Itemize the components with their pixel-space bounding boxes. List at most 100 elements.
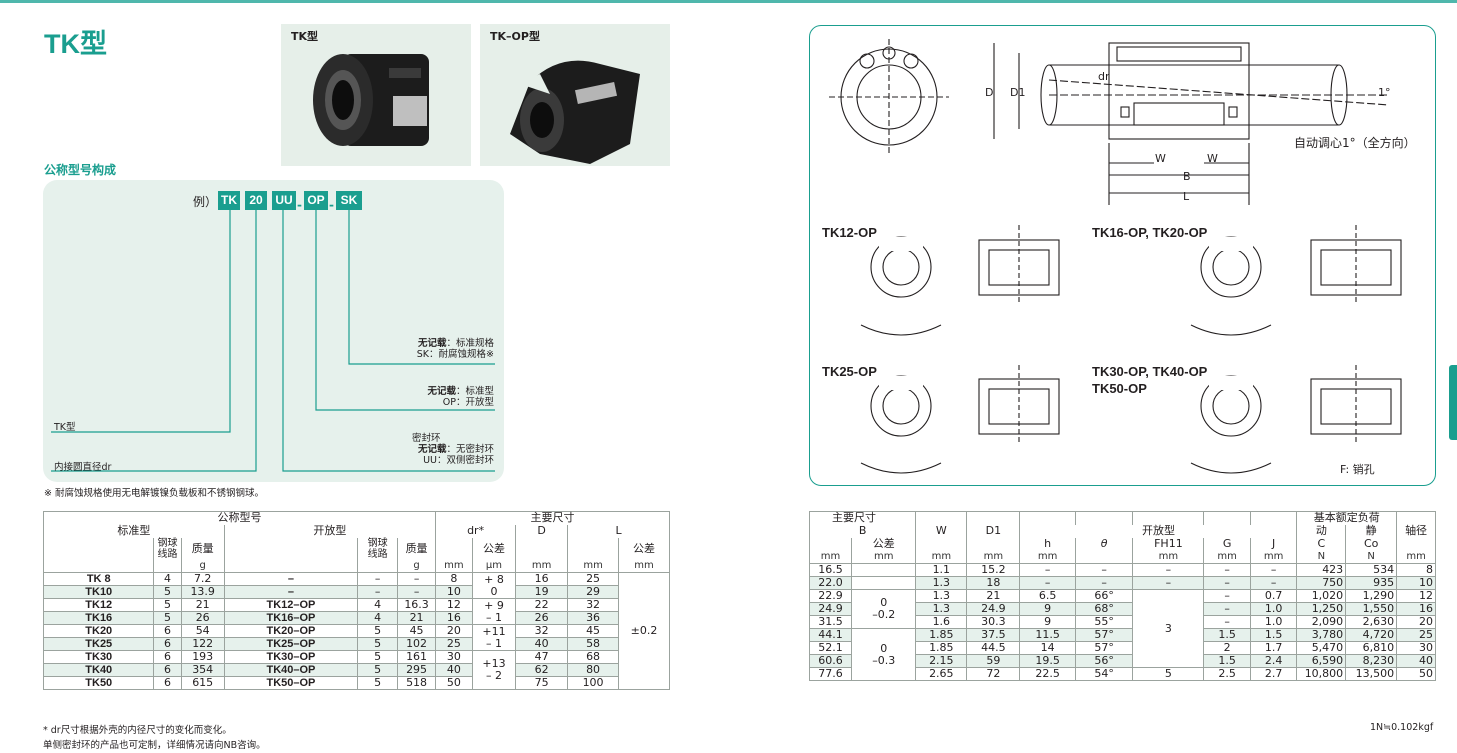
table-header-row: 公差 h θ FH11 G J C Co — [808, 537, 1436, 551]
cell-mass: 102 — [397, 637, 437, 651]
cell-W: 1.3 — [915, 589, 968, 603]
cell-shaft: 50 — [1396, 667, 1436, 681]
cell-std-model: TK16 — [42, 611, 155, 625]
cell-dr: 12 — [435, 598, 473, 612]
cell-h: 19.5 — [1019, 654, 1076, 668]
unit-mm: mm — [1203, 550, 1251, 564]
cell-mass: 518 — [397, 676, 437, 690]
cell-theta: 57° — [1074, 641, 1134, 655]
cell-h: 14 — [1019, 641, 1076, 655]
sk-explanation: 无记载：标准规格 SK：耐腐蚀规格※ — [416, 338, 494, 360]
cell-L: 36 — [567, 611, 620, 625]
cell-C: 750 — [1296, 576, 1347, 590]
cell-L: 25 — [567, 572, 620, 586]
photo-tk-label: TK型 — [291, 30, 319, 43]
cell-mass: 16.3 — [397, 598, 437, 612]
cell-L: 80 — [567, 663, 620, 677]
cell-G: 2.5 — [1203, 667, 1251, 681]
cell-shaft: 20 — [1396, 615, 1436, 629]
cell-balls: 6 — [153, 663, 182, 677]
cell-std-model: TK50 — [42, 676, 155, 690]
table-header-row: 主要尺寸 基本额定负荷 轴径 — [808, 511, 1436, 551]
cell-D1: 72 — [966, 667, 1021, 681]
cell-F: – — [1132, 563, 1205, 577]
cell-open-model: TK40–OP — [223, 663, 359, 677]
cell-mass: 122 — [180, 637, 225, 651]
unit-mm: mm — [618, 559, 670, 573]
cell-shaft: 40 — [1396, 654, 1436, 668]
cell-J: 1.0 — [1249, 602, 1298, 616]
code-chip-uu: UU — [272, 191, 296, 210]
cell-shaft: 10 — [1396, 576, 1436, 590]
dr-label: 内接圆直径dr — [54, 462, 112, 473]
cell-B: 22.0 — [808, 576, 853, 590]
cell-balls: 6 — [153, 676, 182, 690]
dim-dr: dr — [1098, 70, 1110, 83]
cell-h: 9 — [1019, 602, 1076, 616]
cell-C: 2,090 — [1296, 615, 1347, 629]
cell-D: 16 — [515, 572, 569, 586]
cell-h: – — [1019, 563, 1076, 577]
seal-explanation: 密封环 无记载：无密封环 UU：双侧密封环 — [412, 433, 494, 466]
cell-dr-tolerance: +11 – 1 — [471, 624, 517, 651]
cell-open-model: – — [223, 572, 359, 586]
cell-Co: 534 — [1345, 563, 1398, 577]
footnote-seal: 单侧密封环的产品也可定制，详细情况请向NB咨询。 — [43, 740, 266, 751]
cell-D1: 18 — [966, 576, 1021, 590]
cell-D: 62 — [515, 663, 569, 677]
header-tolerance: 公差 — [851, 537, 917, 551]
cell-balls: 5 — [153, 585, 182, 599]
cell-Co: 2,630 — [1345, 615, 1398, 629]
cell-L: 100 — [567, 676, 620, 690]
dim-B: B — [1183, 170, 1191, 183]
cell-dr: 25 — [435, 637, 473, 651]
cell-L-tolerance: ±0.2 — [618, 572, 670, 690]
cell-dr-tolerance: + 9 – 1 — [471, 598, 517, 625]
cell-W: 1.1 — [915, 563, 968, 577]
cell-Co: 935 — [1345, 576, 1398, 590]
cell-G: – — [1203, 576, 1251, 590]
cell-D1: 59 — [966, 654, 1021, 668]
dim-angle: 1° — [1378, 86, 1391, 99]
cell-W: 1.3 — [915, 576, 968, 590]
header-W: W — [915, 524, 968, 538]
cell-D: 75 — [515, 676, 569, 690]
cell-mass: 45 — [397, 624, 437, 638]
cell-theta: 56° — [1074, 654, 1134, 668]
cell-theta: 54° — [1074, 667, 1134, 681]
cell-Co: 8,230 — [1345, 654, 1398, 668]
unit-mm: mm — [515, 559, 569, 573]
unit-mm: mm — [1396, 550, 1436, 564]
cell-Co: 1,290 — [1345, 589, 1398, 603]
cell-D: 22 — [515, 598, 569, 612]
top-accent-rule — [0, 0, 1457, 3]
cell-W: 1.3 — [915, 602, 968, 616]
cell-balls: 6 — [153, 637, 182, 651]
cell-h: 11.5 — [1019, 628, 1076, 642]
cell-mass: 54 — [180, 624, 225, 638]
header-open: 开放型 — [1019, 524, 1298, 538]
cell-D: 19 — [515, 585, 569, 599]
cell-W: 2.65 — [915, 667, 968, 681]
header-tolerance: 公差 — [618, 537, 670, 560]
cell-shaft: 12 — [1396, 589, 1436, 603]
cell-shaft: 30 — [1396, 641, 1436, 655]
header-J: J — [1249, 537, 1298, 551]
cell-B: 24.9 — [808, 602, 853, 616]
cell-mass: 615 — [180, 676, 225, 690]
bushing-open-photo-icon — [510, 60, 640, 164]
header-G: G — [1203, 537, 1251, 551]
cell-B: 31.5 — [808, 615, 853, 629]
cell-h: 9 — [1019, 615, 1076, 629]
cell-dr: 40 — [435, 663, 473, 677]
cell-D1: 30.3 — [966, 615, 1021, 629]
table-header-row: 公称型号 主要尺寸 — [42, 511, 670, 525]
header-D: D — [515, 524, 569, 538]
header-main-dim: 主要尺寸 — [808, 511, 917, 525]
cell-C: 1,250 — [1296, 602, 1347, 616]
